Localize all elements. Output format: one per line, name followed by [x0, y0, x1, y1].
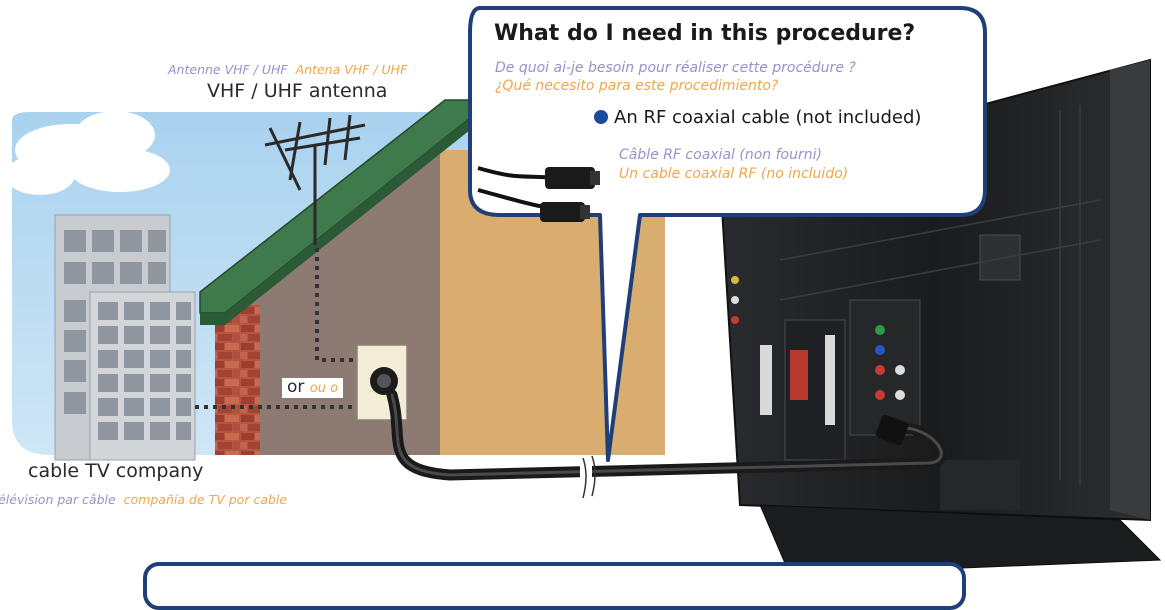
- callout-subtitle-es: ¿Qué necesito para este procedimiento?: [495, 78, 779, 94]
- antenna-label-es: Antena VHF / UHF: [295, 62, 408, 77]
- callout-item: An RF coaxial cable (not included): [594, 107, 921, 128]
- cable-company-en: cable TV company: [28, 460, 204, 482]
- city-buildings: [54, 214, 196, 461]
- callout-item-fr: Câble RF coaxial (non fourni): [619, 147, 822, 163]
- or-label-box: or ou o: [282, 377, 344, 398]
- callout-item-es: Un cable coaxial RF (no incluido): [619, 166, 849, 182]
- cable-company-translations: Télévision par câble compañía de TV por …: [0, 492, 287, 507]
- antenna-label-fr: Antenne VHF / UHF: [168, 62, 288, 77]
- dotted-lines: [195, 248, 365, 409]
- cable-company-fr: Télévision par câble: [0, 492, 116, 507]
- coaxial-cable: [386, 389, 947, 499]
- antenna: [264, 114, 366, 245]
- or-label-en: or: [287, 377, 305, 397]
- callout-title: What do I need in this procedure?: [494, 21, 916, 46]
- television: [718, 58, 1162, 576]
- bullet-icon: [594, 110, 608, 124]
- callout-item-en: An RF coaxial cable (not included): [614, 107, 922, 128]
- antenna-label-en: VHF / UHF antenna: [207, 80, 388, 102]
- callout-subtitle-fr: De quoi ai-je besoin pour réaliser cette…: [495, 60, 856, 76]
- or-label-alt: ou o: [309, 381, 339, 396]
- cable-illustration: [477, 166, 600, 222]
- next-section-box: [143, 562, 966, 610]
- cable-company-es: compañía de TV por cable: [123, 492, 288, 507]
- antenna-label-group: Antenne VHF / UHF Antena VHF / UHF: [168, 62, 407, 77]
